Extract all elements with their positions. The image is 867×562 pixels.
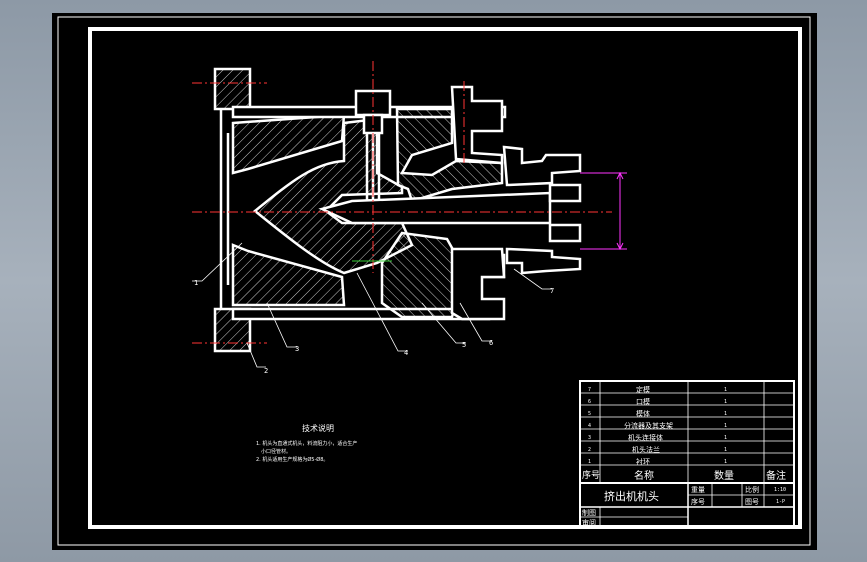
cad-drawing: 1 2 3 4 5 6 7 技术说明 1. 机头为直通式机头，料流阻力小，适合生… <box>57 16 811 546</box>
callout-4: 4 <box>404 349 408 357</box>
bom-row-name: 衬环 <box>636 457 650 466</box>
bom-row: 3 机头连接体 1 <box>588 433 727 442</box>
checked-by-label: 审阅 <box>582 518 596 527</box>
bom-row-qty: 1 <box>724 399 727 405</box>
notes-line-3: 2. 机头适用生产规格为Ø5-Ø8。 <box>256 456 328 463</box>
notes-line-2: 小口径管材。 <box>261 448 291 455</box>
part-die-upper <box>450 85 504 165</box>
leader-lines <box>192 242 552 368</box>
bom-row-qty: 1 <box>724 459 727 465</box>
bom-row: 6 口模 1 <box>588 397 727 406</box>
outer-frame <box>57 16 811 546</box>
bom-row: 4 分流器及其支架 1 <box>588 421 727 430</box>
part-mandrel <box>318 191 552 225</box>
callout-6: 6 <box>489 339 493 347</box>
bom-row-qty: 1 <box>724 411 727 417</box>
bom-header: 序号 名称 数量 备注 <box>582 469 786 482</box>
callout-1: 1 <box>194 279 198 287</box>
bom-row-name: 模体 <box>636 409 650 418</box>
part-die-lower <box>450 247 506 321</box>
inner-frame <box>88 27 802 529</box>
bom-row-no: 6 <box>588 399 591 405</box>
drawing-title: 挤出机机头 <box>604 489 659 503</box>
bom-row-no: 3 <box>588 435 591 441</box>
drawing-no-label: 图号 <box>745 498 759 506</box>
title-block: 挤出机机头 重量 序号 比例 1:10 图号 1-P 制图 审阅 <box>582 485 786 527</box>
diameter-dimension <box>580 171 627 251</box>
callouts: 1 2 3 4 5 6 7 <box>194 279 554 375</box>
bom-header-name: 名称 <box>634 469 654 482</box>
material-label: 重量 <box>691 486 705 494</box>
bom-header-note: 备注 <box>766 469 786 482</box>
bom-row-no: 2 <box>588 447 591 453</box>
part-connector-lower <box>231 243 346 307</box>
sheet-label: 序号 <box>691 497 705 506</box>
bom-row-name: 机头法兰 <box>632 445 660 454</box>
part-shaping-mold <box>502 145 582 187</box>
bom-row-qty: 1 <box>724 387 727 393</box>
bom-row-no: 5 <box>588 411 591 417</box>
bom-row-name: 定模 <box>636 385 650 394</box>
bom-row-qty: 1 <box>724 435 727 441</box>
bom-table <box>579 380 795 528</box>
callout-7: 7 <box>550 287 554 295</box>
bom-row-no: 4 <box>588 423 591 429</box>
bom-header-qty: 数量 <box>714 469 734 482</box>
drawing-sheet: 1 2 3 4 5 6 7 技术说明 1. 机头为直通式机头，料流阻力小，适合生… <box>52 13 817 550</box>
technical-notes: 技术说明 1. 机头为直通式机头，料流阻力小，适合生产 小口径管材。 2. 机头… <box>256 423 357 463</box>
centerlines <box>192 61 612 344</box>
callout-3: 3 <box>295 345 299 353</box>
scale-label: 比例 <box>745 485 759 494</box>
bom-row: 7 定模 1 <box>588 385 727 394</box>
bom-row: 2 机头法兰 1 <box>588 445 727 454</box>
drawing-no-value: 1-P <box>776 499 785 505</box>
scale-value: 1:10 <box>774 487 786 493</box>
bom-row-name: 机头连接体 <box>628 433 663 442</box>
drawn-by-label: 制图 <box>582 508 596 517</box>
bom-row-qty: 1 <box>724 423 727 429</box>
bom-row-qty: 1 <box>724 447 727 453</box>
bom-row-name: 分流器及其支架 <box>624 421 673 430</box>
bom-rows: 7 定模 1 6 口模 1 5 模体 1 4 分流器及其支架 1 3 机头连接体… <box>582 385 786 482</box>
bom-row-name: 口模 <box>636 397 650 406</box>
callout-2: 2 <box>264 367 268 375</box>
bom-row: 5 模体 1 <box>588 409 727 418</box>
part-flange-top <box>213 67 252 111</box>
notes-line-1: 1. 机头为直通式机头，料流阻力小，适合生产 <box>256 440 357 447</box>
callout-5: 5 <box>462 341 466 349</box>
notes-heading: 技术说明 <box>302 423 334 433</box>
bom-header-no: 序号 <box>582 469 600 481</box>
bom-row-no: 7 <box>588 387 591 393</box>
bom-row: 1 衬环 1 <box>588 457 727 466</box>
bom-row-no: 1 <box>588 459 591 465</box>
